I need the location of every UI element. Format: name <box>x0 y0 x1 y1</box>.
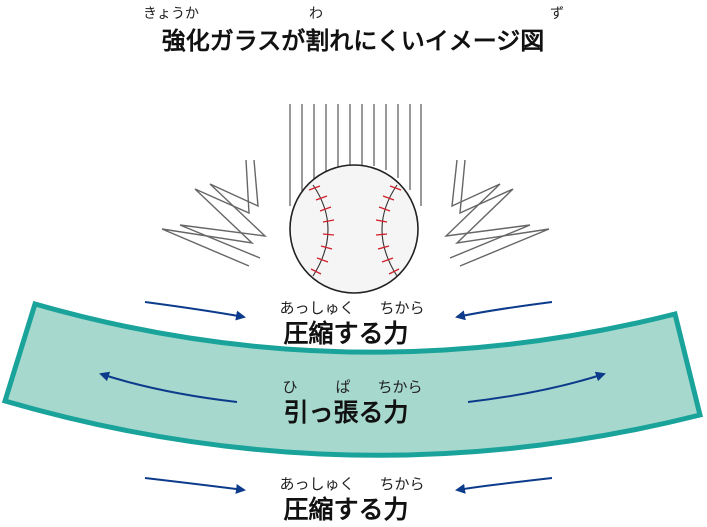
arrow-right-icon <box>144 301 246 321</box>
compression-label-bottom: あっしゅく ちから 圧縮する力 <box>279 475 424 524</box>
ruby-hi: ひ <box>282 378 297 396</box>
ruby-asshuku: あっしゅく <box>279 475 354 493</box>
arrow-left-outward-icon <box>99 371 238 403</box>
title-ruby-wa: わ <box>309 6 323 22</box>
ruby-asshuku: あっしゅく <box>279 299 354 317</box>
compression-label-top: あっしゅく ちから 圧縮する力 <box>279 299 424 348</box>
title-ruby-kyouka: きょうか <box>143 6 199 22</box>
tension-label-group: ひ ぱ ちから 引っ張る力 <box>282 378 422 427</box>
compression-label: 圧縮する力 <box>283 319 408 348</box>
tempered-glass-plate <box>1 300 704 458</box>
arrow-right-outward-icon <box>467 371 606 403</box>
compression-arrows-bottom <box>144 477 553 494</box>
ruby-chikara: ちから <box>377 378 422 396</box>
arrow-left-icon <box>455 301 553 321</box>
arrow-right-icon <box>144 477 246 494</box>
shock-lines-right <box>443 159 550 267</box>
title-group: きょうか わ ず 強化ガラスが割れにくいイメージ図 <box>143 6 564 55</box>
tension-label: 引っ張る力 <box>283 398 408 427</box>
impact-lines <box>289 104 422 206</box>
compression-label: 圧縮する力 <box>283 495 408 524</box>
ruby-chikara: ちから <box>379 475 424 493</box>
baseball-icon <box>289 164 419 294</box>
compression-arrows-top <box>144 301 553 321</box>
baseball-stitches <box>308 185 402 275</box>
title-ruby-zu: ず <box>550 6 564 22</box>
ruby-chikara: ちから <box>379 299 424 317</box>
arrow-left-icon <box>455 477 553 494</box>
tension-arrows <box>99 371 606 403</box>
ruby-pa: ぱ <box>335 378 350 396</box>
shock-lines-left <box>161 159 268 267</box>
diagram-title: 強化ガラスが割れにくいイメージ図 <box>162 27 545 55</box>
